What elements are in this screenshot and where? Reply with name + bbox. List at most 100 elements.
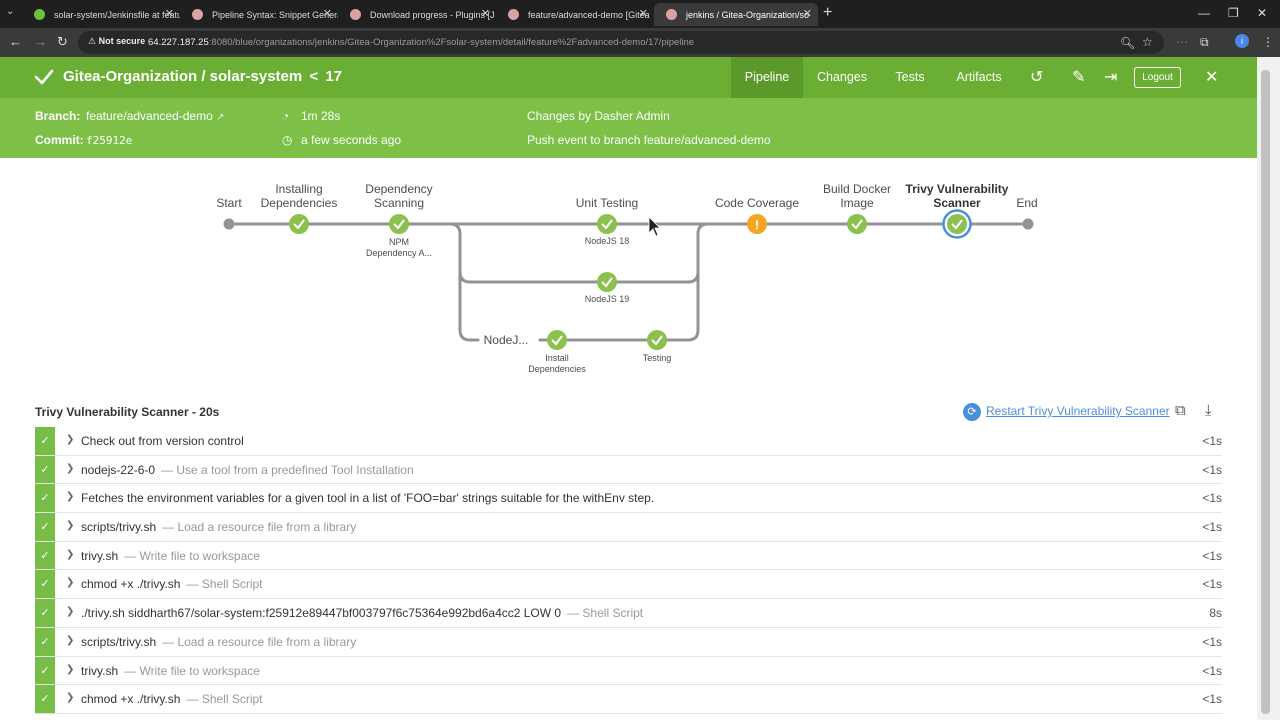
expand-chevron-icon[interactable]: ❯: [66, 434, 75, 445]
stage-label-installing-dependencies[interactable]: Installing Dependencies: [260, 182, 338, 210]
step-row[interactable]: ✓❯scripts/trivy.sh— Load a resource file…: [35, 513, 1222, 542]
expand-chevron-icon[interactable]: ❯: [66, 663, 75, 675]
step-name: trivy.sh— Write file to workspace: [81, 549, 260, 563]
node-dependency-scanning-npm[interactable]: [389, 214, 409, 234]
stage-label-start[interactable]: Start: [216, 196, 242, 210]
open-log-external-icon[interactable]: ⧉: [1175, 402, 1186, 419]
step-name-text: nodejs-22-6-0: [81, 462, 156, 477]
stage-label-build-docker-image[interactable]: Build Docker Image: [822, 182, 892, 210]
browser-tab[interactable]: feature/advanced-demo [Gitea ✕: [496, 3, 654, 26]
back-icon[interactable]: ←: [9, 34, 22, 49]
step-label-testing[interactable]: Testing: [642, 353, 672, 363]
stage-label-trivy-vulnerability-scanner[interactable]: Trivy Vulnerability Scanner: [905, 182, 1009, 210]
tab-search-icon[interactable]: ⌄: [6, 6, 15, 17]
parallel-label-nodejs-18[interactable]: NodeJS 18: [584, 236, 630, 246]
page-scrollbar-thumb[interactable]: [1261, 70, 1270, 714]
browser-tab-active[interactable]: jenkins / Gitea-Organization/so ✕: [654, 3, 818, 26]
rerun-icon[interactable]: ↺: [1030, 69, 1044, 86]
page-title[interactable]: Gitea-Organization / solar-system < 17: [63, 68, 342, 85]
parallel-label-nodejs-19[interactable]: NodeJS 19: [584, 294, 630, 304]
address-bar-row: ← → ↻ ⚠ Not secure 64.227.187.25:8080/bl…: [0, 28, 1280, 57]
step-row[interactable]: ✓❯scripts/trivy.sh— Load a resource file…: [35, 627, 1222, 657]
pipeline-graph-svg: !: [223, 209, 1034, 350]
logout-button[interactable]: Logout: [1134, 67, 1181, 88]
browser-tab[interactable]: Download progress - Plugins [J ✕: [338, 3, 496, 26]
close-icon[interactable]: ✕: [1205, 69, 1219, 86]
close-tab-icon[interactable]: ✕: [164, 8, 174, 20]
close-tab-icon[interactable]: ✕: [322, 8, 332, 20]
step-row[interactable]: ✓❯Check out from version control<1s: [35, 427, 1222, 456]
reload-icon[interactable]: ↻: [57, 34, 68, 49]
window-close-icon[interactable]: ✕: [1257, 6, 1268, 20]
forward-icon[interactable]: →: [34, 34, 47, 49]
tab-label: Pipeline Syntax: Snippet Genera: [212, 9, 338, 20]
step-desc: — Write file to workspace: [124, 663, 260, 678]
tab-changes[interactable]: Changes: [816, 70, 868, 84]
close-tab-icon[interactable]: ✕: [480, 8, 490, 20]
success-check-icon: [601, 277, 613, 288]
node-installing-dependencies[interactable]: [289, 214, 309, 234]
step-row[interactable]: ✓❯trivy.sh— Write file to workspace<1s: [35, 656, 1222, 686]
stage-label-end[interactable]: End: [1016, 196, 1038, 210]
profile-avatar[interactable]: i: [1235, 34, 1249, 48]
new-tab-icon[interactable]: +: [823, 4, 833, 21]
node-build-docker-image[interactable]: [847, 214, 867, 234]
expand-chevron-icon[interactable]: ❯: [66, 520, 75, 532]
edit-pencil-icon[interactable]: ✎: [1072, 69, 1086, 86]
browser-tab[interactable]: Pipeline Syntax: Snippet Genera ✕: [180, 3, 338, 26]
tab-label: jenkins / Gitea-Organization/so: [686, 9, 810, 20]
node-code-coverage[interactable]: !: [747, 214, 767, 234]
expand-chevron-icon[interactable]: ❯: [66, 634, 75, 646]
browser-menu-icon[interactable]: ⋮: [1262, 35, 1274, 49]
maximize-icon[interactable]: ❐: [1228, 6, 1239, 20]
expand-chevron-icon[interactable]: ❯: [66, 692, 75, 704]
node-unit-testing-nodejs-18[interactable]: [597, 214, 617, 234]
close-tab-icon[interactable]: ✕: [802, 8, 812, 20]
branch-name[interactable]: feature/advanced-demo: [86, 109, 213, 123]
node-trivy-vulnerability-scanner[interactable]: [942, 209, 972, 239]
step-label-install-dependencies[interactable]: Install Dependencies: [528, 353, 586, 374]
parallel-label-nodej[interactable]: NodeJ...: [483, 333, 529, 347]
run-header: Gitea-Organization / solar-system < 17 P…: [0, 57, 1257, 98]
not-secure-label: Not secure: [98, 36, 146, 46]
minimize-icon[interactable]: —: [1198, 6, 1210, 20]
org-repo-title[interactable]: Gitea-Organization / solar-system: [63, 68, 303, 85]
tab-artifacts[interactable]: Artifacts: [956, 70, 1002, 84]
external-link-icon[interactable]: ↗: [216, 112, 225, 123]
zoom-icon[interactable]: 🔍︎: [1120, 36, 1136, 50]
expand-chevron-icon[interactable]: ❯: [66, 577, 75, 589]
tab-tests[interactable]: Tests: [895, 70, 925, 84]
jenkins-favicon-icon: [666, 9, 677, 20]
stage-label-code-coverage[interactable]: Code Coverage: [714, 196, 800, 210]
parallel-label-npm-dependency-audit[interactable]: NPM Dependency A...: [365, 237, 433, 258]
extension-icon[interactable]: ⋯: [1176, 35, 1188, 49]
go-classic-icon[interactable]: ⇥: [1104, 69, 1118, 86]
step-row[interactable]: ✓❯chmod +x ./trivy.sh— Shell Script<1s: [35, 570, 1222, 600]
stage-label-unit-testing[interactable]: Unit Testing: [575, 196, 639, 210]
step-duration: <1s: [1202, 577, 1222, 592]
restart-stage-link[interactable]: ⟳Restart Trivy Vulnerability Scanner: [963, 403, 1170, 421]
node-install-dependencies[interactable]: [547, 330, 567, 350]
step-row[interactable]: ✓❯nodejs-22-6-0— Use a tool from a prede…: [35, 455, 1222, 485]
stage-label-dependency-scanning[interactable]: Dependency Scanning: [365, 182, 433, 210]
browser-tab[interactable]: solar-system/Jenkinsfile at featu ✕: [22, 3, 180, 26]
expand-chevron-icon[interactable]: ❯: [66, 548, 75, 560]
expand-chevron-icon[interactable]: ❯: [66, 606, 75, 618]
run-back-chevron[interactable]: <: [309, 68, 319, 85]
step-row[interactable]: ✓❯chmod +x ./trivy.sh— Shell Script<1s: [35, 685, 1222, 714]
extensions-puzzle-icon[interactable]: ⧉: [1200, 35, 1209, 49]
node-testing[interactable]: [647, 330, 667, 350]
step-row[interactable]: ✓❯Fetches the environment variables for …: [35, 484, 1222, 514]
download-log-icon[interactable]: ⤓: [1205, 402, 1212, 419]
branch-value[interactable]: feature/advanced-demo ↗: [86, 109, 224, 123]
close-tab-icon[interactable]: ✕: [638, 8, 648, 20]
node-unit-testing-nodejs-19[interactable]: [597, 272, 617, 292]
not-secure-badge[interactable]: ⚠ Not secure: [88, 36, 146, 46]
url-field[interactable]: ⚠ Not secure 64.227.187.25:8080/blue/org…: [78, 31, 1164, 54]
bookmark-star-icon[interactable]: ☆: [1142, 35, 1153, 49]
tab-pipeline[interactable]: Pipeline: [731, 57, 803, 98]
expand-chevron-icon[interactable]: ❯: [66, 491, 75, 503]
expand-chevron-icon[interactable]: ❯: [66, 462, 75, 474]
step-row[interactable]: ✓❯trivy.sh— Write file to workspace<1s: [35, 541, 1222, 571]
step-row[interactable]: ✓❯./trivy.sh siddharth67/solar-system:f2…: [35, 599, 1222, 628]
